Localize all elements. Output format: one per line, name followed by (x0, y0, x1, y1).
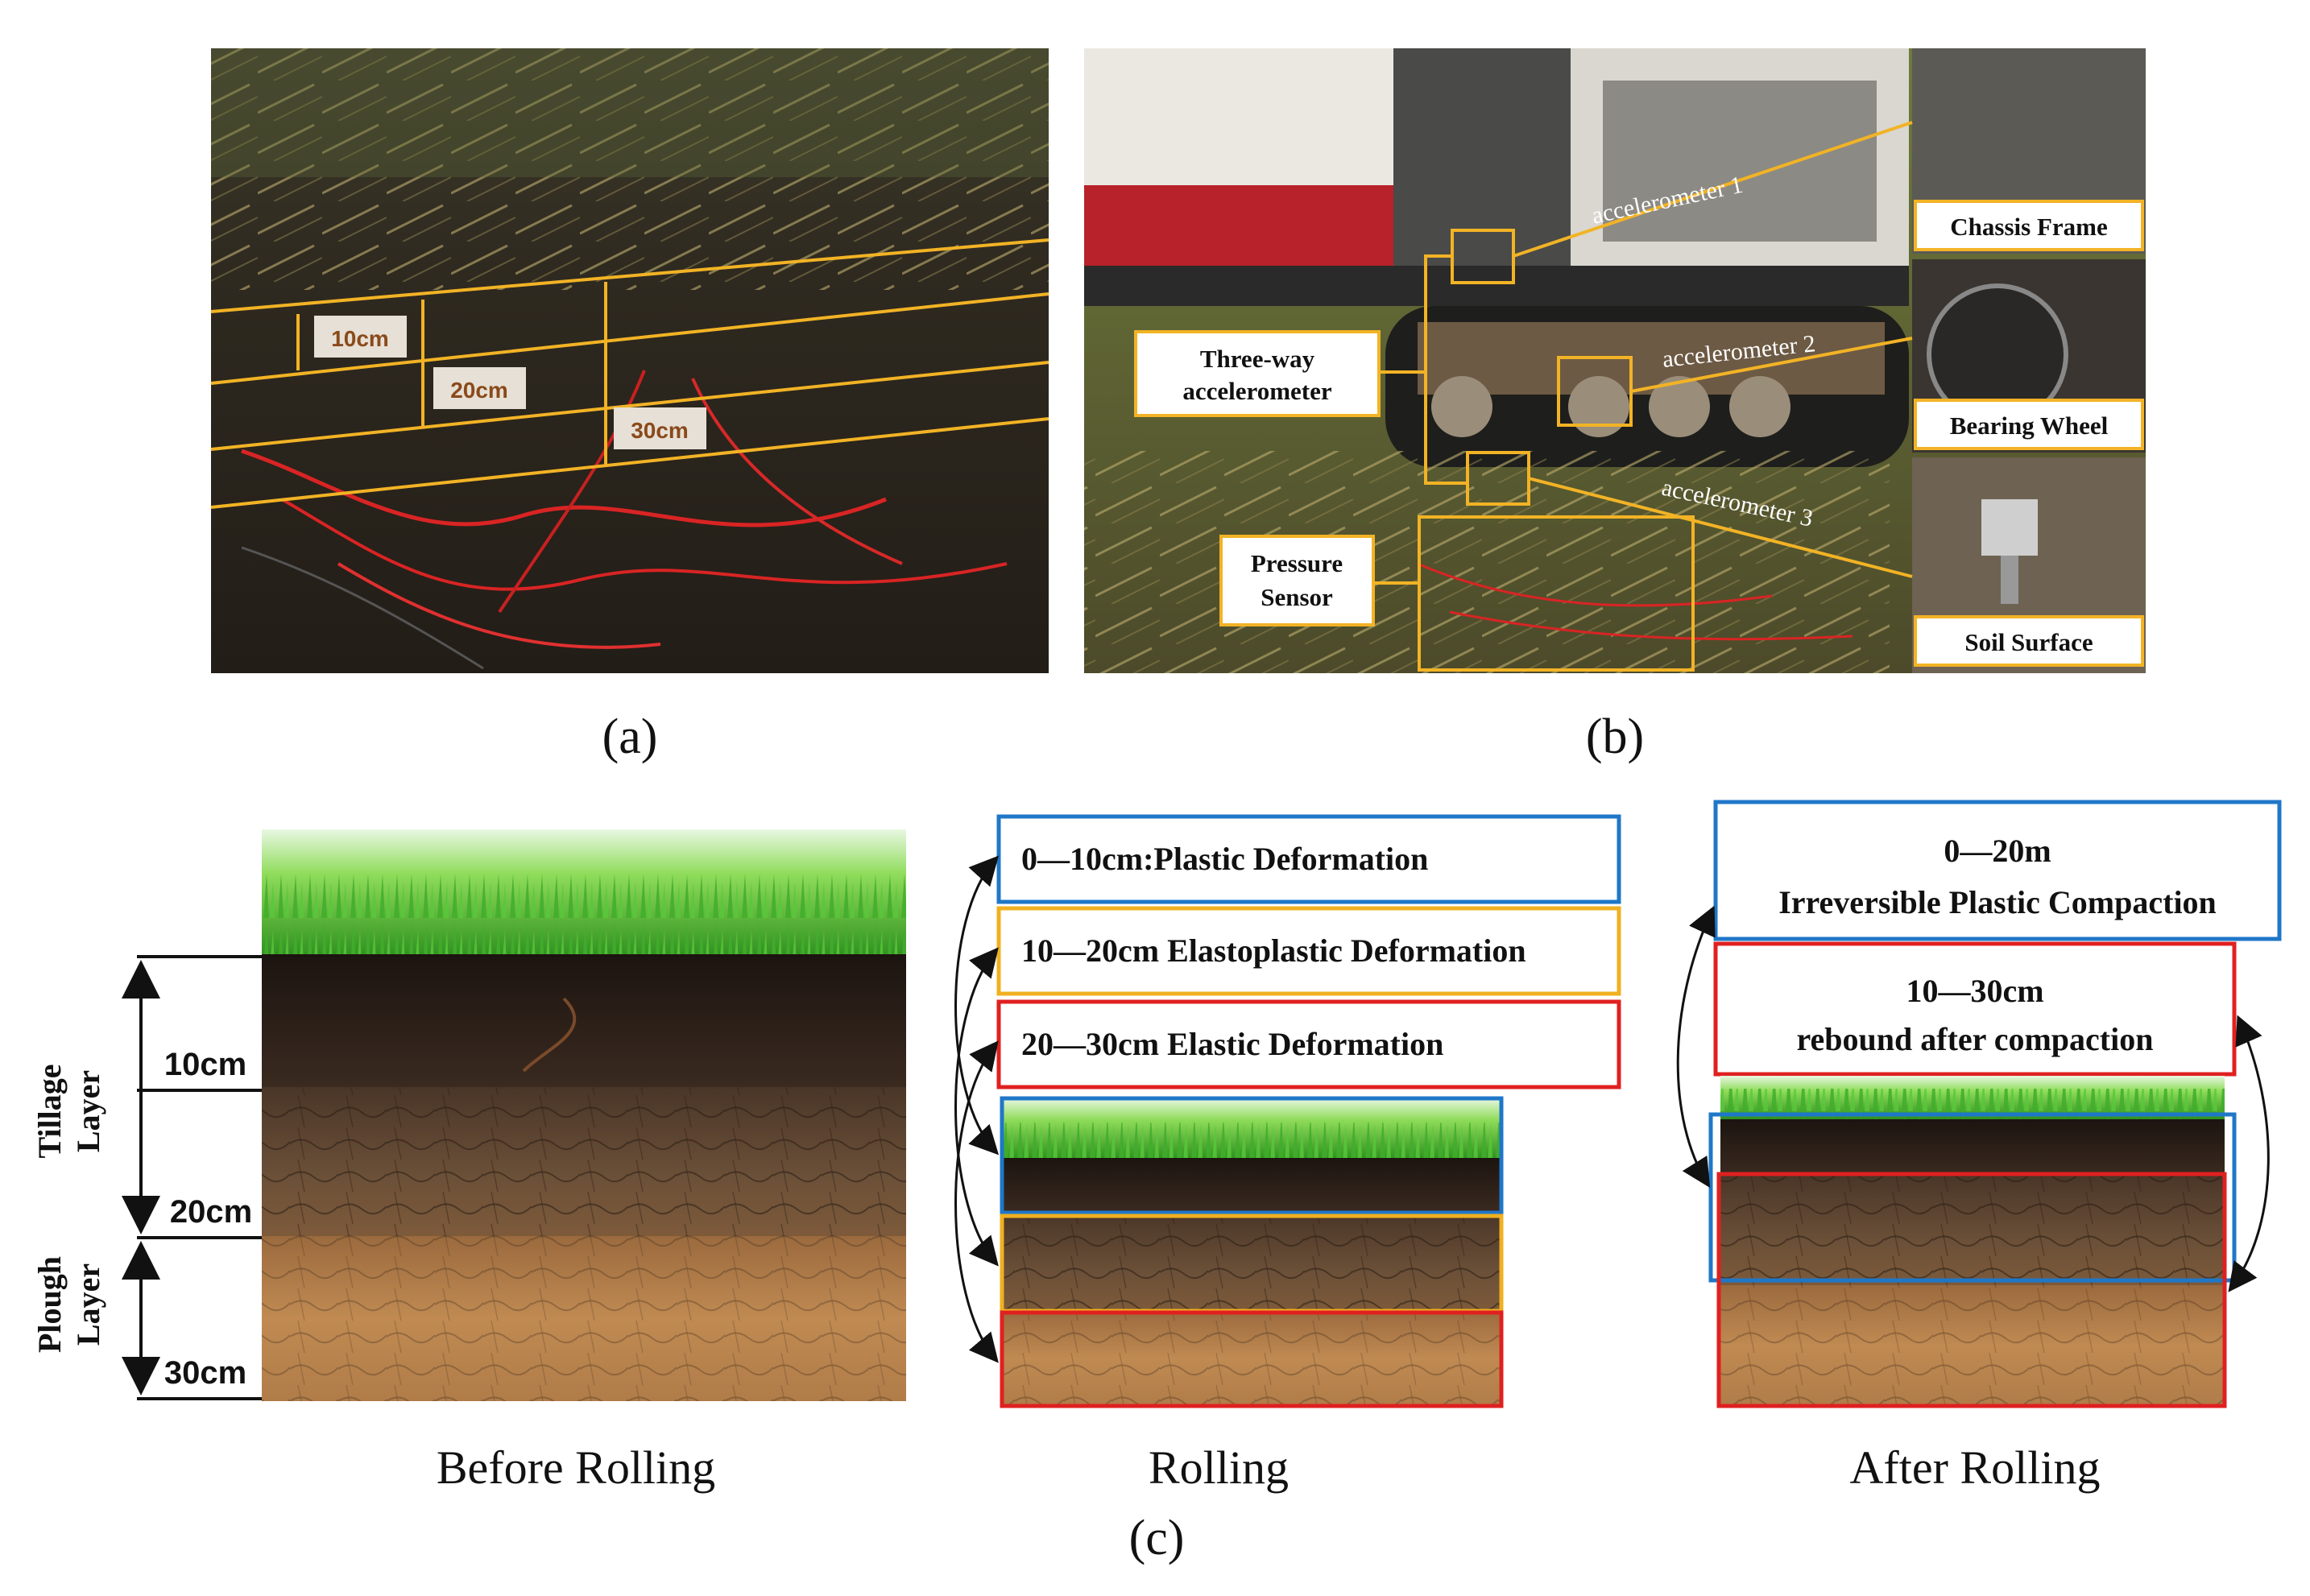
depth-scale-before (122, 955, 262, 1400)
svg-text:Three-way: Three-way (1200, 345, 1315, 373)
soil-profile-after (1720, 1076, 2225, 1406)
panel-b-label: (b) (1586, 709, 1644, 764)
after-arrows (1676, 905, 2270, 1292)
svg-text:Layer: Layer (70, 1070, 106, 1152)
svg-text:10—20cm Elastoplastic Deformat: 10—20cm Elastoplastic Deformation (1021, 932, 1526, 969)
three-way-bracket (1424, 254, 1468, 485)
svg-text:Irreversible Plastic Compactio: Irreversible Plastic Compaction (1778, 884, 2217, 920)
svg-text:Tillage: Tillage (31, 1064, 68, 1158)
panel-a-photo (210, 48, 1049, 673)
depth-label-20cm: 20cm (433, 367, 526, 409)
inset-label-chassis-frame: Chassis Frame (1914, 200, 2144, 251)
svg-text:rebound after compaction: rebound after compaction (1797, 1021, 2154, 1057)
rolling-layer-blue (1000, 1096, 1504, 1215)
svg-text:Soil Surface: Soil Surface (1964, 628, 2093, 656)
panel-a-label: (a) (602, 709, 658, 764)
depth-label-30cm: 30cm (614, 407, 706, 449)
pressure-sensor-callout: Pressure Sensor (1219, 535, 1375, 626)
after-layer-red (1716, 1172, 2227, 1408)
svg-text:20—30cm Elastic Deformation: 20—30cm Elastic Deformation (1021, 1026, 1443, 1062)
rolling-box-elastic: 20—30cm Elastic Deformation (996, 999, 1621, 1089)
depth-20cm-before: 20cm (170, 1194, 252, 1230)
inset-label-bearing-wheel: Bearing Wheel (1914, 399, 2144, 450)
three-way-accelerometer-callout: Three-way accelerometer (1134, 330, 1381, 417)
caption-rolling: Rolling (1149, 1441, 1289, 1494)
caption-before-rolling: Before Rolling (437, 1441, 715, 1494)
depth-label-10cm: 10cm (314, 316, 407, 358)
svg-text:Layer: Layer (70, 1263, 106, 1346)
plough-layer-label: Plough Layer (31, 1256, 106, 1353)
svg-text:0—20m: 0—20m (1944, 833, 2051, 869)
soil-profile-rolling (1002, 1098, 1501, 1406)
soil-profile-before (262, 829, 906, 1401)
svg-text:Bearing Wheel: Bearing Wheel (1950, 411, 2109, 440)
panel-c-label: (c) (1129, 1511, 1185, 1565)
svg-text:Plough: Plough (31, 1256, 68, 1353)
pressure-sensor-box (1418, 515, 1695, 672)
inset-label-soil-surface: Soil Surface (1914, 615, 2144, 667)
after-box-irreversible: 0—20m Irreversible Plastic Compaction (1713, 800, 2282, 941)
depth-10cm-before: 10cm (164, 1047, 246, 1082)
svg-text:0—10cm:Plastic Deformation: 0—10cm:Plastic Deformation (1021, 841, 1428, 877)
rolling-box-elastoplastic: 10—20cm Elastoplastic Deformation (996, 906, 1621, 996)
svg-text:Pressure: Pressure (1251, 549, 1343, 577)
tillage-layer-label: Tillage Layer (31, 1064, 106, 1158)
svg-text:10cm: 10cm (331, 326, 389, 351)
svg-text:20cm: 20cm (450, 378, 508, 403)
caption-after-rolling: After Rolling (1850, 1441, 2101, 1494)
svg-text:10—30cm: 10—30cm (1906, 973, 2043, 1009)
svg-text:Sensor: Sensor (1261, 583, 1333, 611)
rolling-box-plastic: 0—10cm:Plastic Deformation (996, 814, 1621, 904)
rolling-layer-red (1000, 1310, 1504, 1408)
svg-text:30cm: 30cm (631, 418, 689, 443)
rolling-arrows (954, 855, 1000, 1363)
svg-text:accelerometer: accelerometer (1182, 377, 1332, 405)
after-box-rebound: 10—30cm rebound after compaction (1713, 941, 2237, 1077)
svg-text:Chassis Frame: Chassis Frame (1950, 213, 2107, 241)
depth-30cm-before: 30cm (164, 1355, 246, 1391)
